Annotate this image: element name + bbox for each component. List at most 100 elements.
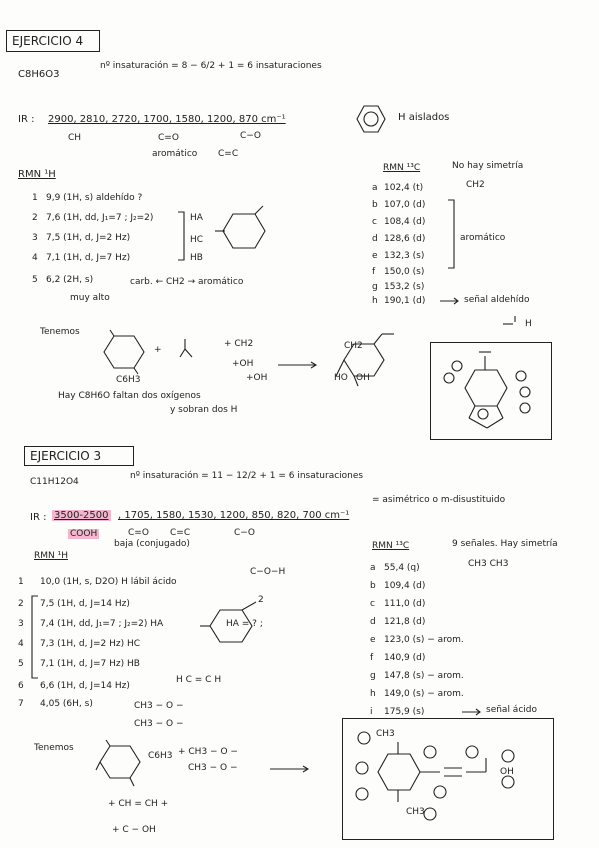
rmn13c3-val-f: 140,9 (d) xyxy=(384,653,426,663)
ring-structure-ej3 xyxy=(200,601,257,643)
rmn13c3-val-a: 55,4 (q) xyxy=(384,563,420,573)
title-box-ej4 xyxy=(6,30,100,52)
final-ch3-top-ej3: CH3 xyxy=(376,729,395,739)
rmn1h-n-1: 1 xyxy=(32,193,38,203)
muy-alto-ej4: muy alto xyxy=(70,293,110,303)
rmn13c3-val-h: 149,0 (s) − arom. xyxy=(384,689,464,699)
rmn1h-n-4: 4 xyxy=(32,253,38,263)
rmn13c3-key-c: c xyxy=(370,599,375,609)
rmn1h3-item-5: 7,1 (1H, d, J=7 Hz) HB xyxy=(40,659,140,669)
rmn1h3-n-5: 5 xyxy=(18,659,24,669)
ir-cc-ej4: C=C xyxy=(218,149,239,159)
ir-label-ej4: IR : xyxy=(18,114,35,125)
ir-values-ej3: , 1705, 1580, 1530, 1200, 850, 820, 700 … xyxy=(118,510,350,521)
reaction-arrow-ej3 xyxy=(270,765,310,773)
insat-ej4: nº insaturación = 8 − 6/2 + 1 = 6 insatu… xyxy=(100,61,322,71)
rmn1h3-n-2: 2 xyxy=(18,599,24,609)
product-ring-ej4 xyxy=(335,333,394,387)
rmn1h3-item-2: 7,5 (1H, d, J=14 Hz) xyxy=(40,599,130,609)
title-ej4: EJERCICIO 4 xyxy=(12,34,84,48)
aldehyde-fragment-ej4 xyxy=(503,316,516,325)
benzene-icon xyxy=(356,105,386,133)
rmn13c-title-ej4: RMN ¹³C xyxy=(383,163,421,173)
rmn13c3-key-h: h xyxy=(370,689,376,699)
formula-ej4: C8H6O3 xyxy=(18,69,60,80)
rmn1h3-item-4: 7,3 (1H, d, J=2 Hz) HC xyxy=(40,639,141,649)
rmn13c3-key-e: e xyxy=(370,635,376,645)
rmn13c3-key-b: b xyxy=(370,581,376,591)
rmn1h-n-2: 2 xyxy=(32,213,38,223)
ir-cc-ej3: C=C xyxy=(170,528,191,538)
rmn1h3-n-1: 1 xyxy=(18,577,24,587)
ir-co2-ej4: C−O xyxy=(240,131,261,141)
ch3o-2-ej3: CH3 − O − xyxy=(134,719,184,729)
final-structure-ej3 xyxy=(355,731,515,821)
senales-ej3: 9 señales. Hay simetría xyxy=(452,539,558,549)
ch3o-1-ej3: CH3 − O − xyxy=(134,701,184,711)
ir-co-ej3: C=O xyxy=(128,528,149,538)
plus-ch3o-ej3: + CH3 − O − xyxy=(178,747,238,757)
rmn13c-val-d: 128,6 (d) xyxy=(384,234,426,244)
oh2-ej4: +OH xyxy=(246,373,268,383)
rmn1h3-n-4: 4 xyxy=(18,639,24,649)
acid-fragment-ej3: C−O−H xyxy=(250,567,286,577)
rmn1h3-item-1: 10,0 (1H, s, D2O) H lábil ácido xyxy=(40,577,177,587)
rmn1h3-n-3: 3 xyxy=(18,619,24,629)
rmn13c-key-c: c xyxy=(372,217,377,227)
ir-aromatico-ej4: aromático xyxy=(152,149,198,159)
rmn13c-val-g: 153,2 (s) xyxy=(384,282,425,292)
ir-aislados-ej4: H aislados xyxy=(398,112,450,123)
ir-range-ej3: 3500-2500 xyxy=(52,510,111,521)
rmn13c-val-f: 150,0 (s) xyxy=(384,267,425,277)
rmn13c3-key-a: a xyxy=(370,563,376,573)
rmn1h-title-ej3: RMN ¹H xyxy=(34,551,68,561)
ir-baja-ej3: baja (conjugado) xyxy=(114,539,190,549)
senal-acido-ej3: señal ácido xyxy=(486,705,537,715)
rmn13c3-key-f: f xyxy=(370,653,374,663)
ha-label-ej4: HA xyxy=(190,213,203,223)
rmn13c3-val-e: 123,0 (s) − arom. xyxy=(384,635,464,645)
title-box-ej3 xyxy=(24,446,134,466)
cooh-ej3: + C − OH xyxy=(112,825,156,835)
reactant-ring-ej3 xyxy=(95,739,141,787)
product-ho-ej4: HO xyxy=(334,373,348,383)
ir-label-ej3: IR : xyxy=(30,512,47,523)
rmn1h3-item-3: 7,4 (1H, dd, J₁=7 ; J₂=2) HA xyxy=(40,619,164,629)
rmn1h-item-3: 7,5 (1H, d, J=2 Hz) xyxy=(46,233,131,243)
bracket-13c-ej4 xyxy=(448,199,455,269)
reaction-arrow-ej4 xyxy=(278,361,318,369)
rmn1h-item-5: 6,2 (2H, s) xyxy=(46,275,94,285)
ring-num-2-ej3: 2 xyxy=(258,595,264,605)
aromatico-ej4: aromático xyxy=(460,233,506,243)
rmn13c-val-a: 102,4 (t) xyxy=(384,183,424,193)
bracket-ej3 xyxy=(31,595,38,679)
final-structure-ej4 xyxy=(443,351,531,429)
rmn13c3-val-i: 175,9 (s) xyxy=(384,707,425,717)
ha-eq-ej3: HA = ? ; xyxy=(226,619,263,629)
rmn1h-item-4: 7,1 (1H, d, J=7 Hz) xyxy=(46,253,131,263)
product-ch2-ej4: CH2 xyxy=(344,341,363,351)
c6h3-ej4: C6H3 xyxy=(116,375,141,385)
rmn13c3-key-g: g xyxy=(370,671,376,681)
plus-1-ej4: + xyxy=(154,345,162,355)
senal-aldehido-ej4: señal aldehído xyxy=(464,295,530,305)
hc-label-ej4: HC xyxy=(190,235,204,245)
ir-co2-ej3: C−O xyxy=(234,528,255,538)
ir-cooh-ej3: COOH xyxy=(68,529,100,539)
reactant-ring-ej4 xyxy=(103,329,145,375)
tenemos-ej3: Tenemos xyxy=(34,743,74,753)
rmn13c-val-c: 108,4 (d) xyxy=(384,217,426,227)
hb-label-ej4: HB xyxy=(190,253,203,263)
rmn13c3-val-b: 109,4 (d) xyxy=(384,581,426,591)
ir-co-ej4: C=O xyxy=(158,133,179,143)
rmn1h3-item-7: 4,05 (6H, s) xyxy=(40,699,93,709)
rmn13c-key-d: d xyxy=(372,234,378,244)
arrow-icon-ej3 xyxy=(462,708,481,716)
carb-note-ej4: carb. ← CH2 → aromático xyxy=(130,277,244,287)
rmn13c-val-b: 107,0 (d) xyxy=(384,200,426,210)
product-oh-ej4: OH xyxy=(356,373,370,383)
rmn13c3-val-d: 121,8 (d) xyxy=(384,617,426,627)
rmn1h-n-5: 5 xyxy=(32,275,38,285)
faltan-ej4: Hay C8H6O faltan dos oxígenos xyxy=(58,391,201,401)
bracket-ej4 xyxy=(178,211,185,261)
